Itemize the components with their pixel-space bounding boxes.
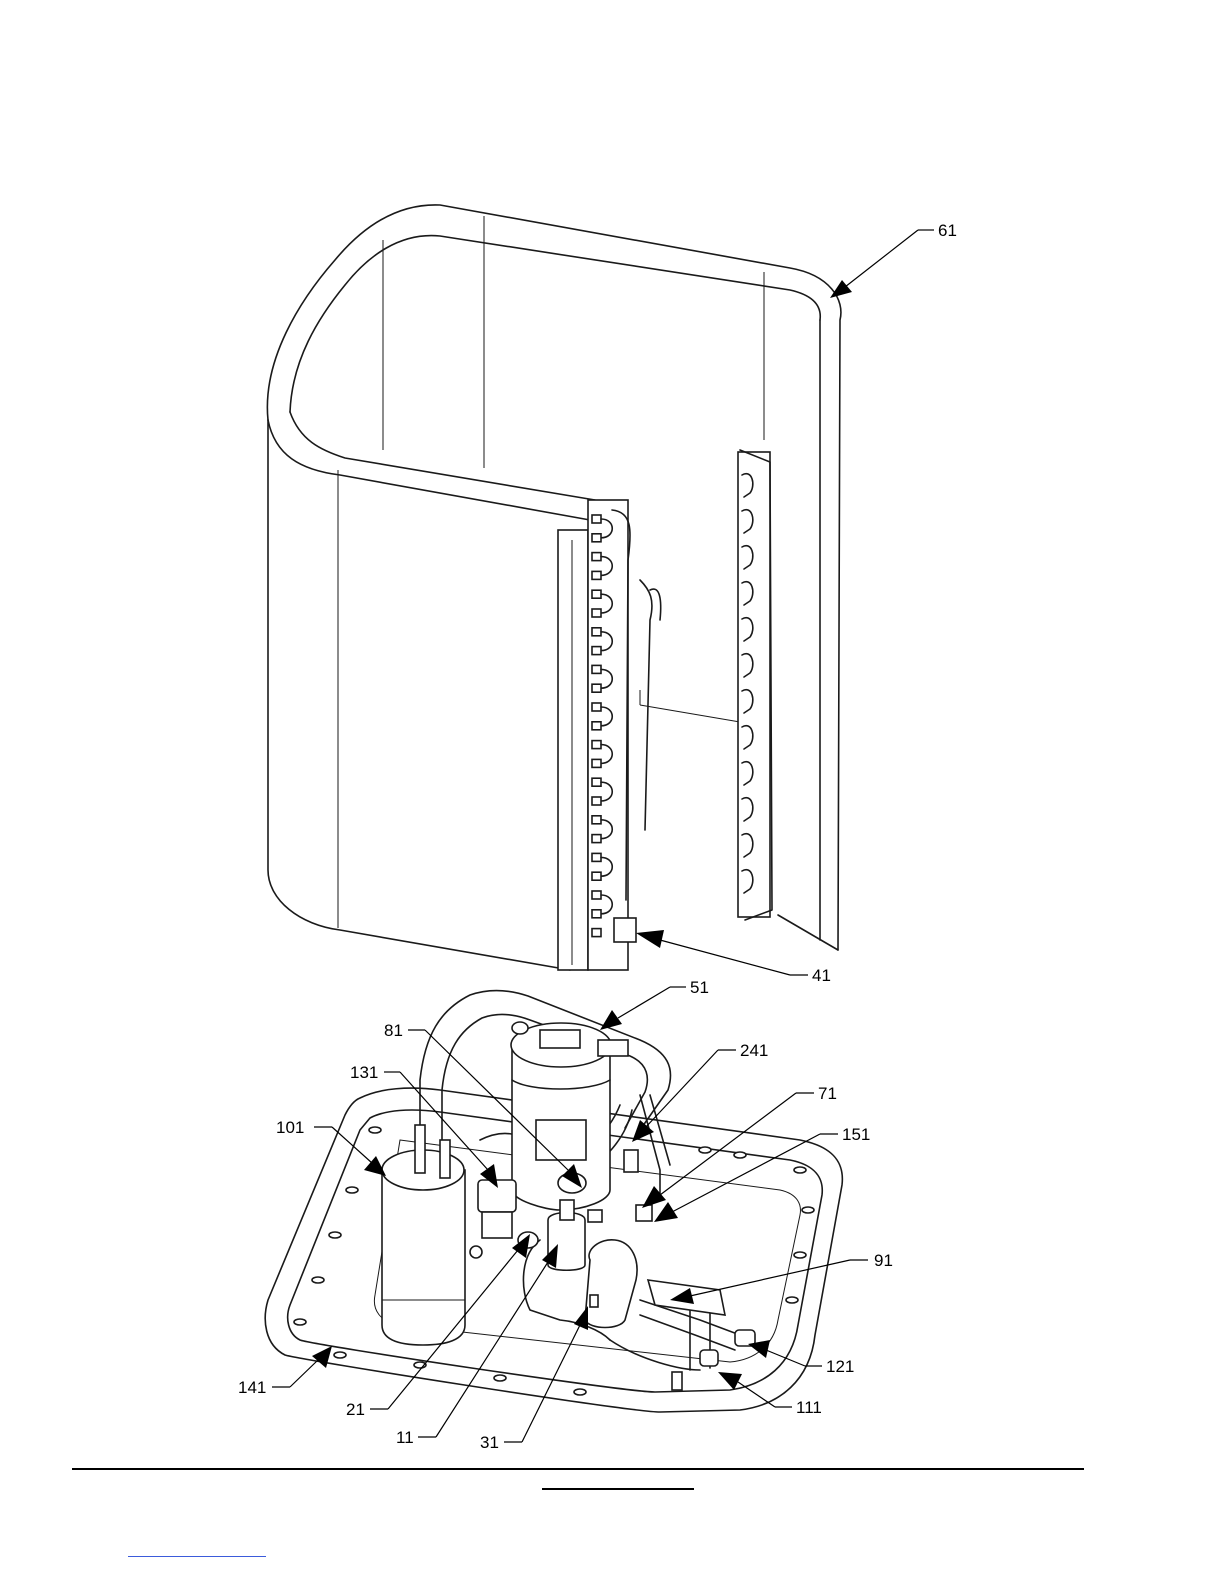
callout-121: 121 — [748, 1340, 854, 1376]
callout-label: 91 — [874, 1251, 893, 1270]
hairpin-stub — [592, 741, 601, 749]
callout-label: 111 — [796, 1398, 822, 1417]
page-rule — [72, 1468, 1084, 1470]
callout-label: 31 — [480, 1433, 499, 1452]
hairpin-stub — [592, 910, 601, 918]
hairpin-stub — [592, 703, 601, 711]
hairpin-stub — [592, 609, 601, 617]
accumulator — [382, 1125, 465, 1345]
callout-label: 131 — [350, 1063, 378, 1082]
condenser-coil-assembly — [267, 205, 841, 970]
hairpin-stub — [592, 929, 601, 937]
callout-61: 61 — [830, 221, 957, 298]
hairpin-stub — [592, 872, 601, 880]
callout-label: 121 — [826, 1357, 854, 1376]
hairpin-stub — [592, 571, 601, 579]
callout-label: 81 — [384, 1021, 403, 1040]
callout-label: 141 — [238, 1378, 266, 1397]
callout-label: 21 — [346, 1400, 365, 1419]
hairpin-stub — [592, 722, 601, 730]
hairpin-stub — [592, 853, 601, 861]
callout-label: 241 — [740, 1041, 768, 1060]
hairpin-stub — [592, 590, 601, 598]
hairpin-stub — [592, 553, 601, 561]
hairpin-stub — [592, 778, 601, 786]
hairpin-stub — [592, 891, 601, 899]
hairpin-stub — [592, 759, 601, 767]
hairpin-stub — [592, 665, 601, 673]
page-rule-short — [542, 1488, 694, 1490]
callout-label: 101 — [276, 1118, 304, 1137]
callout-label: 151 — [842, 1125, 870, 1144]
hairpin-stub — [592, 684, 601, 692]
hairpin-stub — [592, 515, 601, 523]
callout-label: 71 — [818, 1084, 837, 1103]
callout-71: 71 — [642, 1084, 837, 1208]
hairpin-stub — [592, 797, 601, 805]
callout-label: 51 — [690, 978, 709, 997]
callout-label: 41 — [812, 966, 831, 985]
callout-label: 11 — [396, 1428, 414, 1447]
hairpin-stub — [592, 816, 601, 824]
callout-label: 61 — [938, 221, 957, 240]
footer-link-underline[interactable] — [128, 1556, 266, 1557]
hairpin-stub — [592, 647, 601, 655]
hairpin-stub — [592, 628, 601, 636]
callout-41: 41 — [636, 930, 831, 985]
callout-51: 51 — [600, 978, 709, 1030]
callout-141: 141 — [238, 1346, 332, 1397]
suction-line-component — [585, 1240, 637, 1328]
hairpin-stub — [592, 534, 601, 542]
hairpin-stub — [592, 835, 601, 843]
